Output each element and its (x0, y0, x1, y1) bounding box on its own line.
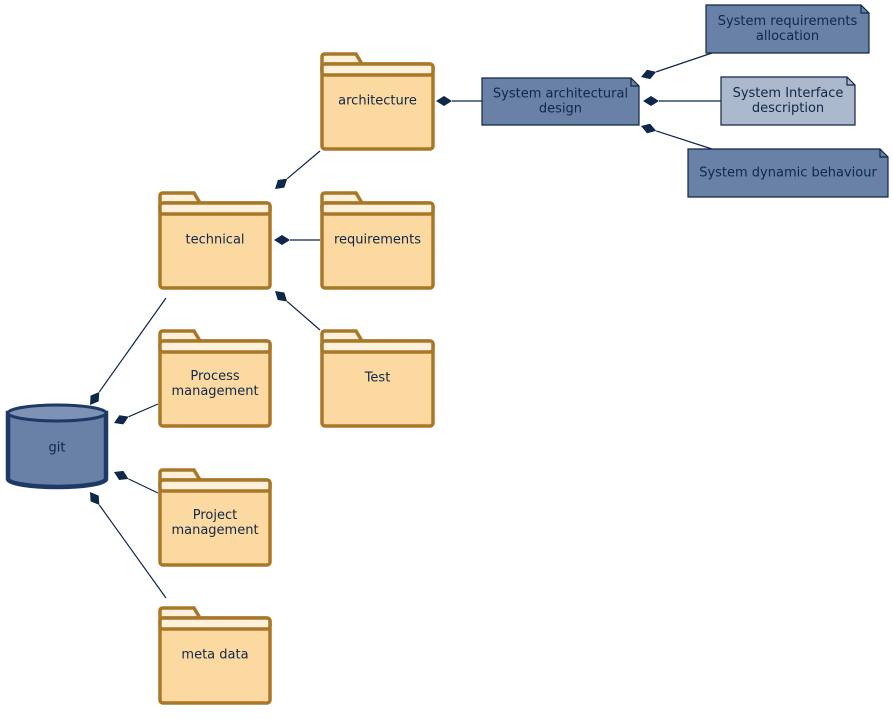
note-fold-corner (630, 78, 639, 87)
edge-technical-to-architecture (275, 150, 321, 189)
note-shape (705, 4, 870, 54)
edge-system-architectural-design-to-system-dynamic-behaviour (641, 123, 713, 150)
composition-diamond (90, 492, 100, 506)
edge-architecture-to-system-architectural-design (436, 96, 482, 106)
edge-line (286, 150, 321, 180)
edge-line (98, 504, 167, 599)
system-requirements-allocation-label-line-2: allocation (756, 29, 819, 44)
folder-band (320, 339, 435, 354)
composition-diamond (114, 470, 129, 480)
edge-line (98, 297, 167, 393)
node-meta-data[interactable]: meta data (158, 606, 272, 705)
note-fold-corner (860, 5, 869, 14)
composition-diamond (114, 415, 129, 425)
database-icon (5, 410, 109, 490)
system-interface-description-label-line-2: description (752, 101, 824, 116)
meta-data-label-line-1: meta data (181, 648, 248, 663)
project-management-label-line-2: management (171, 523, 258, 538)
note-fold-corner (879, 149, 888, 158)
architecture-label-line-1: architecture (338, 94, 417, 109)
edge-line (128, 403, 159, 418)
edge-system-architectural-design-to-system-interface-description (643, 96, 721, 106)
folder-band (158, 339, 272, 354)
nodes-layer: gittechnicalProcessmanagementProjectmana… (5, 4, 889, 705)
edge-line (128, 478, 159, 494)
node-system-dynamic-behaviour[interactable]: System dynamic behaviour (687, 148, 889, 198)
node-test[interactable]: Test (320, 329, 435, 428)
node-requirements[interactable]: requirements (320, 191, 435, 290)
composition-diamond (643, 96, 659, 106)
system-requirements-allocation-label-line-1: System requirements (718, 14, 858, 29)
edge-git-to-technical (90, 297, 167, 405)
node-architecture[interactable]: architecture (320, 52, 435, 151)
note-fold-corner (846, 77, 855, 86)
edge-git-to-meta-data (90, 492, 167, 599)
node-technical[interactable]: technical (158, 191, 272, 290)
composition-diamond (90, 391, 100, 405)
edge-line (286, 301, 321, 331)
process-management-label-line-2: management (171, 384, 258, 399)
requirements-label-line-1: requirements (334, 233, 421, 248)
folder-band (158, 616, 272, 631)
composition-diamond (275, 178, 288, 189)
composition-diamond (275, 291, 288, 302)
note-shape (481, 77, 640, 126)
system-architectural-design-label-line-1: System architectural (493, 87, 628, 102)
system-interface-description-label-line-1: System Interface (733, 86, 844, 101)
database-top (6, 403, 108, 423)
edges-layer (90, 52, 721, 599)
project-management-label-line-1: Project (193, 508, 237, 523)
composition-diamond (641, 123, 657, 134)
system-dynamic-behaviour-label-line-1: System dynamic behaviour (699, 166, 877, 181)
node-git[interactable]: git (5, 403, 109, 490)
edge-git-to-project-management (114, 470, 159, 494)
folder-band (320, 62, 435, 77)
edge-line (655, 52, 713, 73)
edge-system-architectural-design-to-system-requirements-allocation (641, 52, 713, 80)
composition-diamond (641, 69, 657, 80)
composition-diamond (274, 235, 290, 245)
folder-band (158, 478, 272, 493)
folder-band (158, 201, 272, 216)
system-architectural-design-label-line-2: design (539, 102, 582, 117)
edge-technical-to-requirements (274, 235, 320, 245)
composition-diamond (436, 96, 452, 106)
folder-band (320, 201, 435, 216)
note-shape (720, 76, 856, 126)
edge-line (656, 130, 713, 150)
technical-label-line-1: technical (185, 233, 244, 248)
test-label-line-1: Test (364, 371, 391, 386)
edge-technical-to-test (275, 291, 321, 331)
process-management-label-line-1: Process (190, 369, 240, 384)
edge-git-to-process-management (114, 403, 159, 425)
note-shape (687, 148, 889, 198)
git-label-line-1: git (49, 441, 66, 456)
